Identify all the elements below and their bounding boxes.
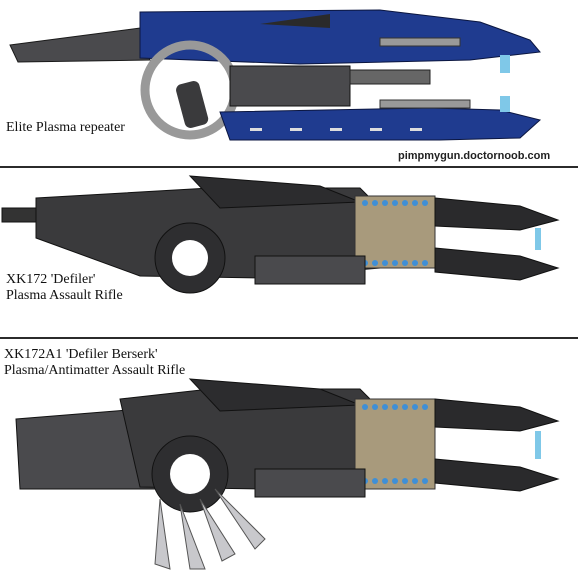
elite-plasma-repeater-drawing <box>9 9 542 141</box>
xk172-defiler-drawing <box>1 175 560 294</box>
panel-xk172a1-defiler-berserk: XK172A1 'Defiler Berserk' Plasma/Antimat… <box>0 339 578 574</box>
weapon-title: Elite Plasma repeater <box>6 120 125 135</box>
weapon-title: XK172A1 'Defiler Berserk' <box>4 347 158 362</box>
weapon-title: XK172 'Defiler' <box>6 272 96 287</box>
weapon-subtitle: Plasma/Antimatter Assault Rifle <box>4 363 186 378</box>
watermark: pimpmygun.doctornoob.com <box>398 150 551 162</box>
xk172a1-defiler-berserk-drawing <box>15 378 560 570</box>
panel-elite-plasma-repeater: Elite Plasma repeater pimpmygun.doctorno… <box>0 0 578 165</box>
weapon-subtitle: Plasma Assault Rifle <box>6 288 123 303</box>
panel-xk172-defiler: XK172 'Defiler' Plasma Assault Rifle <box>0 168 578 336</box>
divider <box>0 337 578 339</box>
divider <box>0 166 578 168</box>
